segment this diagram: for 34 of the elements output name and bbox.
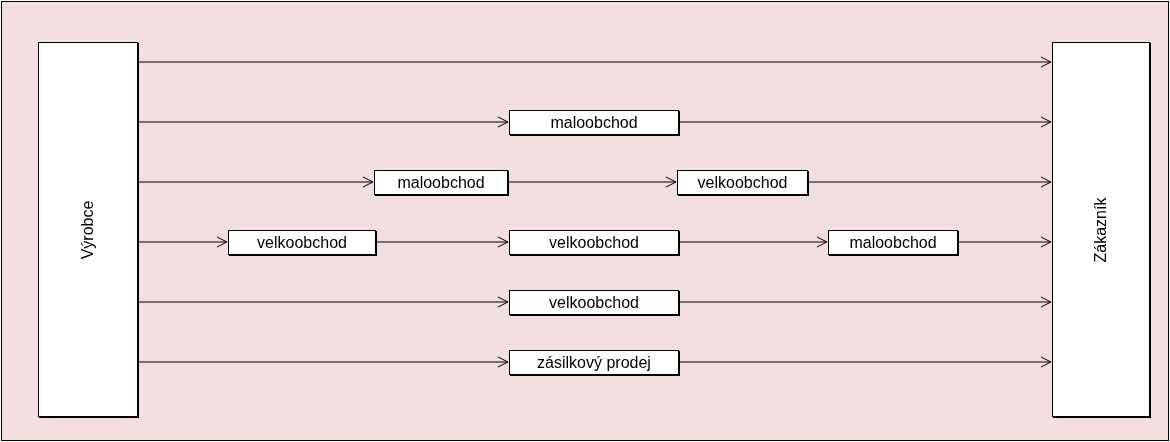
box-label: maloobchod [849, 233, 937, 252]
process-box [509, 290, 679, 315]
arrow [137, 296, 509, 308]
arrow [678, 236, 828, 248]
party-box [38, 42, 138, 417]
arrow [137, 356, 509, 368]
arrow [137, 176, 374, 188]
box-label: Zákazník [1092, 197, 1110, 262]
box-label: velkoobchod [549, 293, 639, 312]
arrow [957, 236, 1052, 248]
arrow [375, 236, 509, 248]
process-box [228, 230, 376, 255]
arrow [678, 116, 1052, 128]
arrow [137, 236, 228, 248]
box-label: velkoobchod [257, 233, 347, 252]
process-box [509, 350, 679, 375]
process-box [509, 110, 679, 135]
box-label: maloobchod [550, 113, 638, 132]
arrow [137, 56, 1052, 68]
process-box [828, 230, 958, 255]
process-box [374, 170, 508, 195]
process-box [509, 230, 679, 255]
box-label: velkoobchod [697, 173, 788, 192]
arrow [507, 176, 677, 188]
arrow [807, 176, 1052, 188]
process-box [677, 170, 808, 195]
arrow [137, 116, 509, 128]
box-label: maloobchod [397, 173, 485, 192]
box-label: Výrobce [79, 200, 97, 259]
arrow [678, 296, 1052, 308]
arrow [678, 356, 1052, 368]
party-box [1052, 42, 1150, 417]
box-label: zásilkový prodej [537, 353, 651, 372]
box-label: velkoobchod [549, 233, 639, 252]
